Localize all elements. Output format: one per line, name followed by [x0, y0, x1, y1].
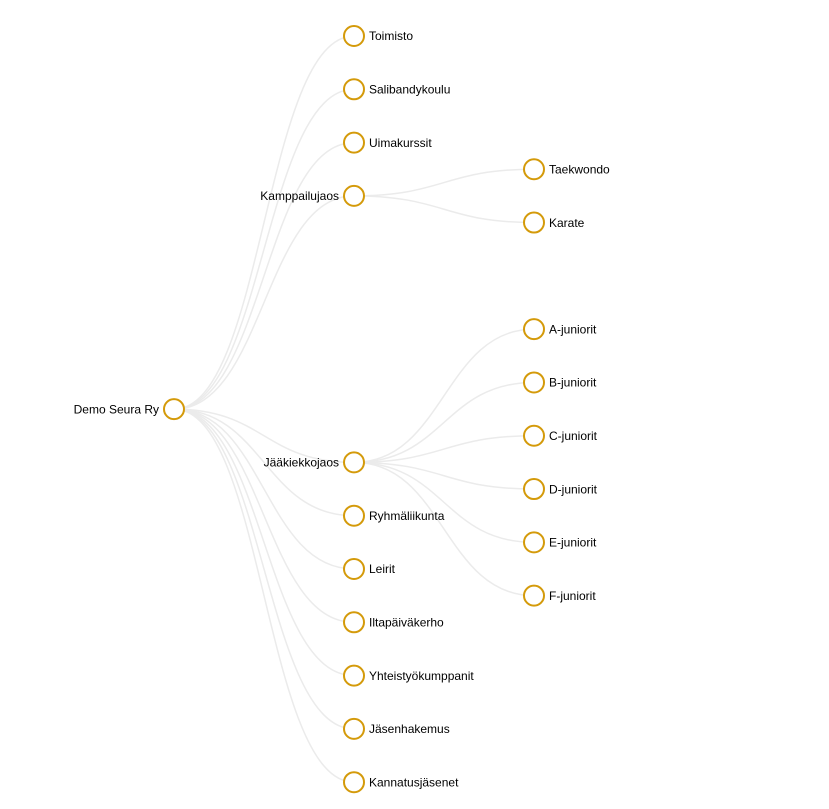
node-circle[interactable] — [523, 158, 545, 181]
link-jaakiekkojaos-d-juniorit — [353, 461, 535, 490]
node-circle[interactable] — [343, 78, 365, 101]
node-circle[interactable] — [343, 717, 365, 740]
node-leirit[interactable]: Leirit — [343, 558, 396, 580]
link-jaakiekkojaos-e-juniorit — [353, 461, 535, 544]
tree-links — [173, 35, 535, 783]
node-label: Yhteistyökumppanit — [369, 669, 474, 683]
node-b-juniorit[interactable]: B-juniorit — [523, 371, 597, 394]
node-label: Karate — [549, 216, 585, 230]
node-jasenhakemus[interactable]: Jäsenhakemus — [343, 717, 450, 740]
link-root-kamppailujaos — [173, 195, 355, 410]
link-root-yhteistyokumppanit — [173, 408, 355, 677]
node-label: A-juniorit — [549, 322, 597, 336]
link-root-salibandykoulu — [173, 88, 355, 410]
node-label: B-juniorit — [549, 376, 597, 390]
node-circle[interactable] — [163, 398, 185, 421]
link-root-jasenhakemus — [173, 408, 355, 730]
link-kamppailujaos-taekwondo — [353, 168, 535, 197]
node-label: Taekwondo — [549, 162, 610, 176]
link-jaakiekkojaos-b-juniorit — [353, 381, 535, 464]
node-circle[interactable] — [523, 531, 545, 554]
node-label: Demo Seura Ry — [74, 402, 159, 416]
node-label: Iltapäiväkerho — [369, 616, 444, 630]
node-taekwondo[interactable]: Taekwondo — [523, 158, 610, 181]
node-label: Ryhmäliikunta — [369, 509, 445, 523]
node-circle[interactable] — [343, 558, 365, 580]
node-d-juniorit[interactable]: D-juniorit — [523, 478, 598, 501]
link-jaakiekkojaos-a-juniorit — [353, 328, 535, 464]
link-root-toimisto — [173, 35, 355, 410]
node-label: E-juniorit — [549, 536, 597, 550]
node-circle[interactable] — [343, 664, 365, 687]
link-root-uimakurssit — [173, 141, 355, 410]
node-kannatusjasenet[interactable]: Kannatusjäsenet — [343, 771, 459, 794]
node-circle[interactable] — [343, 25, 365, 47]
link-root-ryhmaliikunta — [173, 408, 355, 517]
node-label: D-juniorit — [549, 482, 598, 496]
node-circle[interactable] — [523, 211, 545, 234]
node-iltapaivakerho[interactable]: Iltapäiväkerho — [343, 611, 444, 634]
tree-nodes: Demo Seura Ry ToimistoSalibandykouluUimak… — [74, 25, 610, 794]
node-a-juniorit[interactable]: A-juniorit — [523, 318, 597, 341]
node-label: Jäsenhakemus — [369, 722, 450, 736]
node-label: Kamppailujaos — [260, 189, 339, 203]
link-root-leirit — [173, 408, 355, 570]
node-label: Uimakurssit — [369, 136, 432, 150]
node-karate[interactable]: Karate — [523, 211, 585, 234]
link-jaakiekkojaos-c-juniorit — [353, 435, 535, 464]
node-yhteistyokumppanit[interactable]: Yhteistyökumppanit — [343, 664, 474, 687]
node-toimisto[interactable]: Toimisto — [343, 25, 413, 47]
node-salibandykoulu[interactable]: Salibandykoulu — [343, 78, 450, 101]
node-circle[interactable] — [343, 771, 365, 794]
node-label: Kannatusjäsenet — [369, 775, 459, 789]
link-kamppailujaos-karate — [353, 195, 535, 224]
node-circle[interactable] — [523, 318, 545, 341]
node-circle[interactable] — [523, 584, 545, 607]
node-ryhmaliikunta[interactable]: Ryhmäliikunta — [343, 504, 445, 527]
node-label: Leirit — [369, 562, 396, 576]
node-c-juniorit[interactable]: C-juniorit — [523, 424, 598, 447]
node-jaakiekkojaos[interactable]: Jääkiekkojaos — [264, 451, 365, 474]
link-root-kannatusjasenet — [173, 408, 355, 783]
node-label: F-juniorit — [549, 589, 596, 603]
link-root-iltapaivakerho — [173, 408, 355, 624]
node-e-juniorit[interactable]: E-juniorit — [523, 531, 597, 554]
node-circle[interactable] — [343, 131, 365, 154]
node-circle[interactable] — [343, 184, 365, 207]
node-label: Salibandykoulu — [369, 83, 450, 97]
node-circle[interactable] — [343, 451, 365, 474]
node-uimakurssit[interactable]: Uimakurssit — [343, 131, 432, 154]
node-demo-seura-ry[interactable]: Demo Seura Ry — [74, 398, 185, 421]
node-circle[interactable] — [343, 504, 365, 527]
node-circle[interactable] — [523, 478, 545, 501]
node-label: Toimisto — [369, 29, 413, 43]
node-circle[interactable] — [343, 611, 365, 634]
node-kamppailujaos[interactable]: Kamppailujaos — [260, 184, 365, 207]
node-label: C-juniorit — [549, 429, 598, 443]
node-label: Jääkiekkojaos — [264, 456, 339, 470]
link-jaakiekkojaos-f-juniorit — [353, 461, 535, 597]
node-circle[interactable] — [523, 371, 545, 394]
node-circle[interactable] — [523, 424, 545, 447]
node-f-juniorit[interactable]: F-juniorit — [523, 584, 596, 607]
link-root-jaakiekkojaos — [173, 408, 355, 464]
